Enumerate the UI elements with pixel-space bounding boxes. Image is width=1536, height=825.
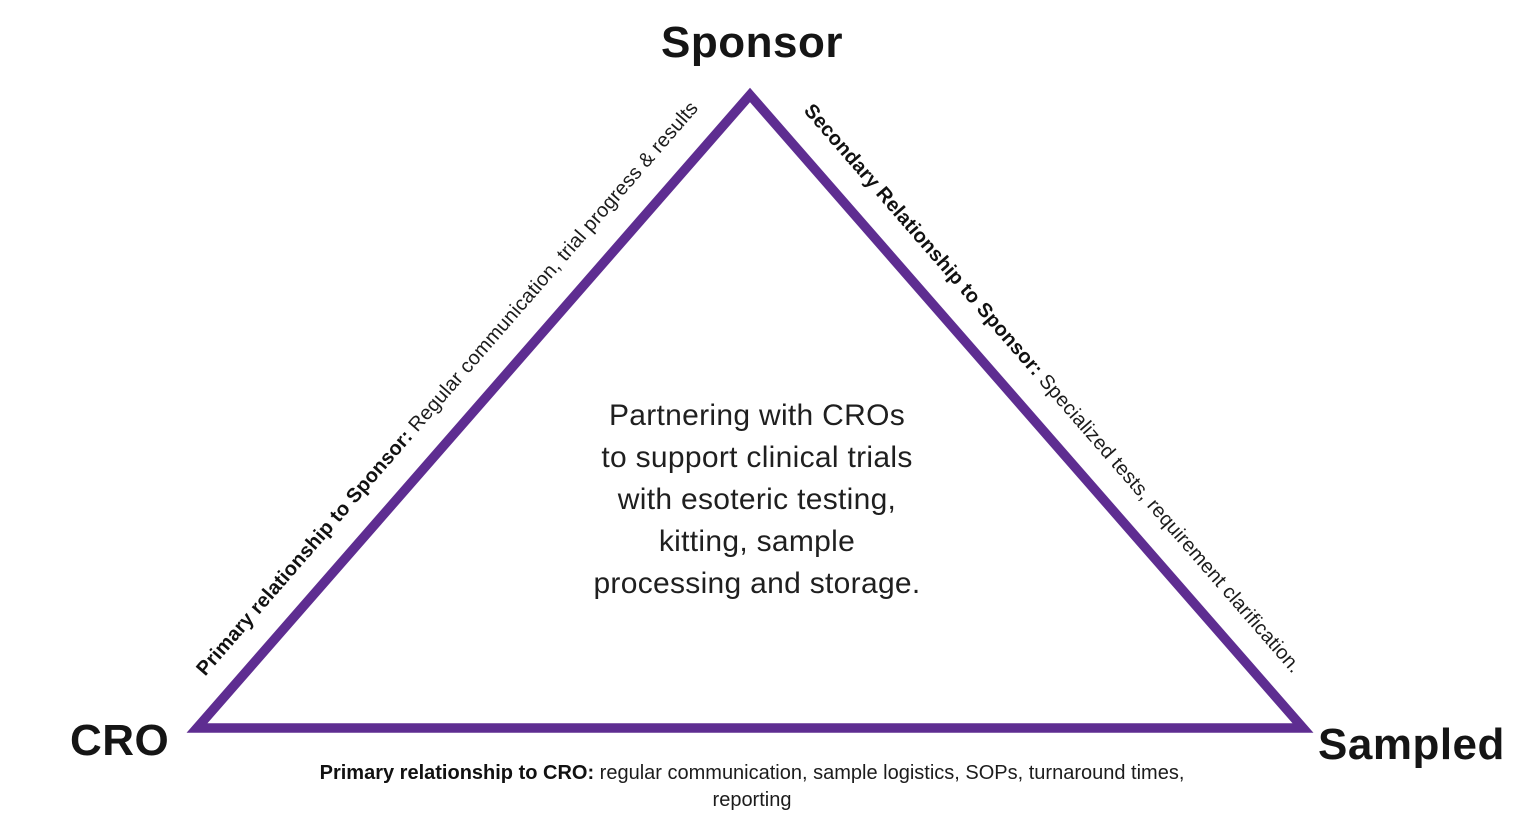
edge-label-bottom-title: Primary relationship to CRO: [319, 762, 595, 784]
center-description-line: Partnering with CROs [608, 399, 906, 432]
center-description-line: processing and storage. [593, 567, 921, 600]
node-label-sponsor: Sponsor [661, 18, 843, 67]
center-description: Partnering with CROs to support clinical… [593, 395, 920, 605]
edge-label-bottom: Primary relationship to CRO: regular com… [320, 760, 1185, 814]
edge-label-bottom-text: regular communication, sample logistics,… [594, 762, 1185, 784]
edge-label-bottom-line1: Primary relationship to CRO: regular com… [320, 760, 1185, 787]
triangle-edge-lines [186, 87, 1314, 733]
center-description-line: with esoteric testing, [617, 483, 897, 516]
center-description-line: to support clinical trials [601, 441, 913, 474]
node-label-cro: CRO [70, 716, 170, 765]
center-description-line: kitting, sample [658, 525, 856, 558]
node-label-sampled: Sampled [1318, 720, 1505, 769]
edge-label-bottom-line2: reporting [712, 789, 792, 811]
